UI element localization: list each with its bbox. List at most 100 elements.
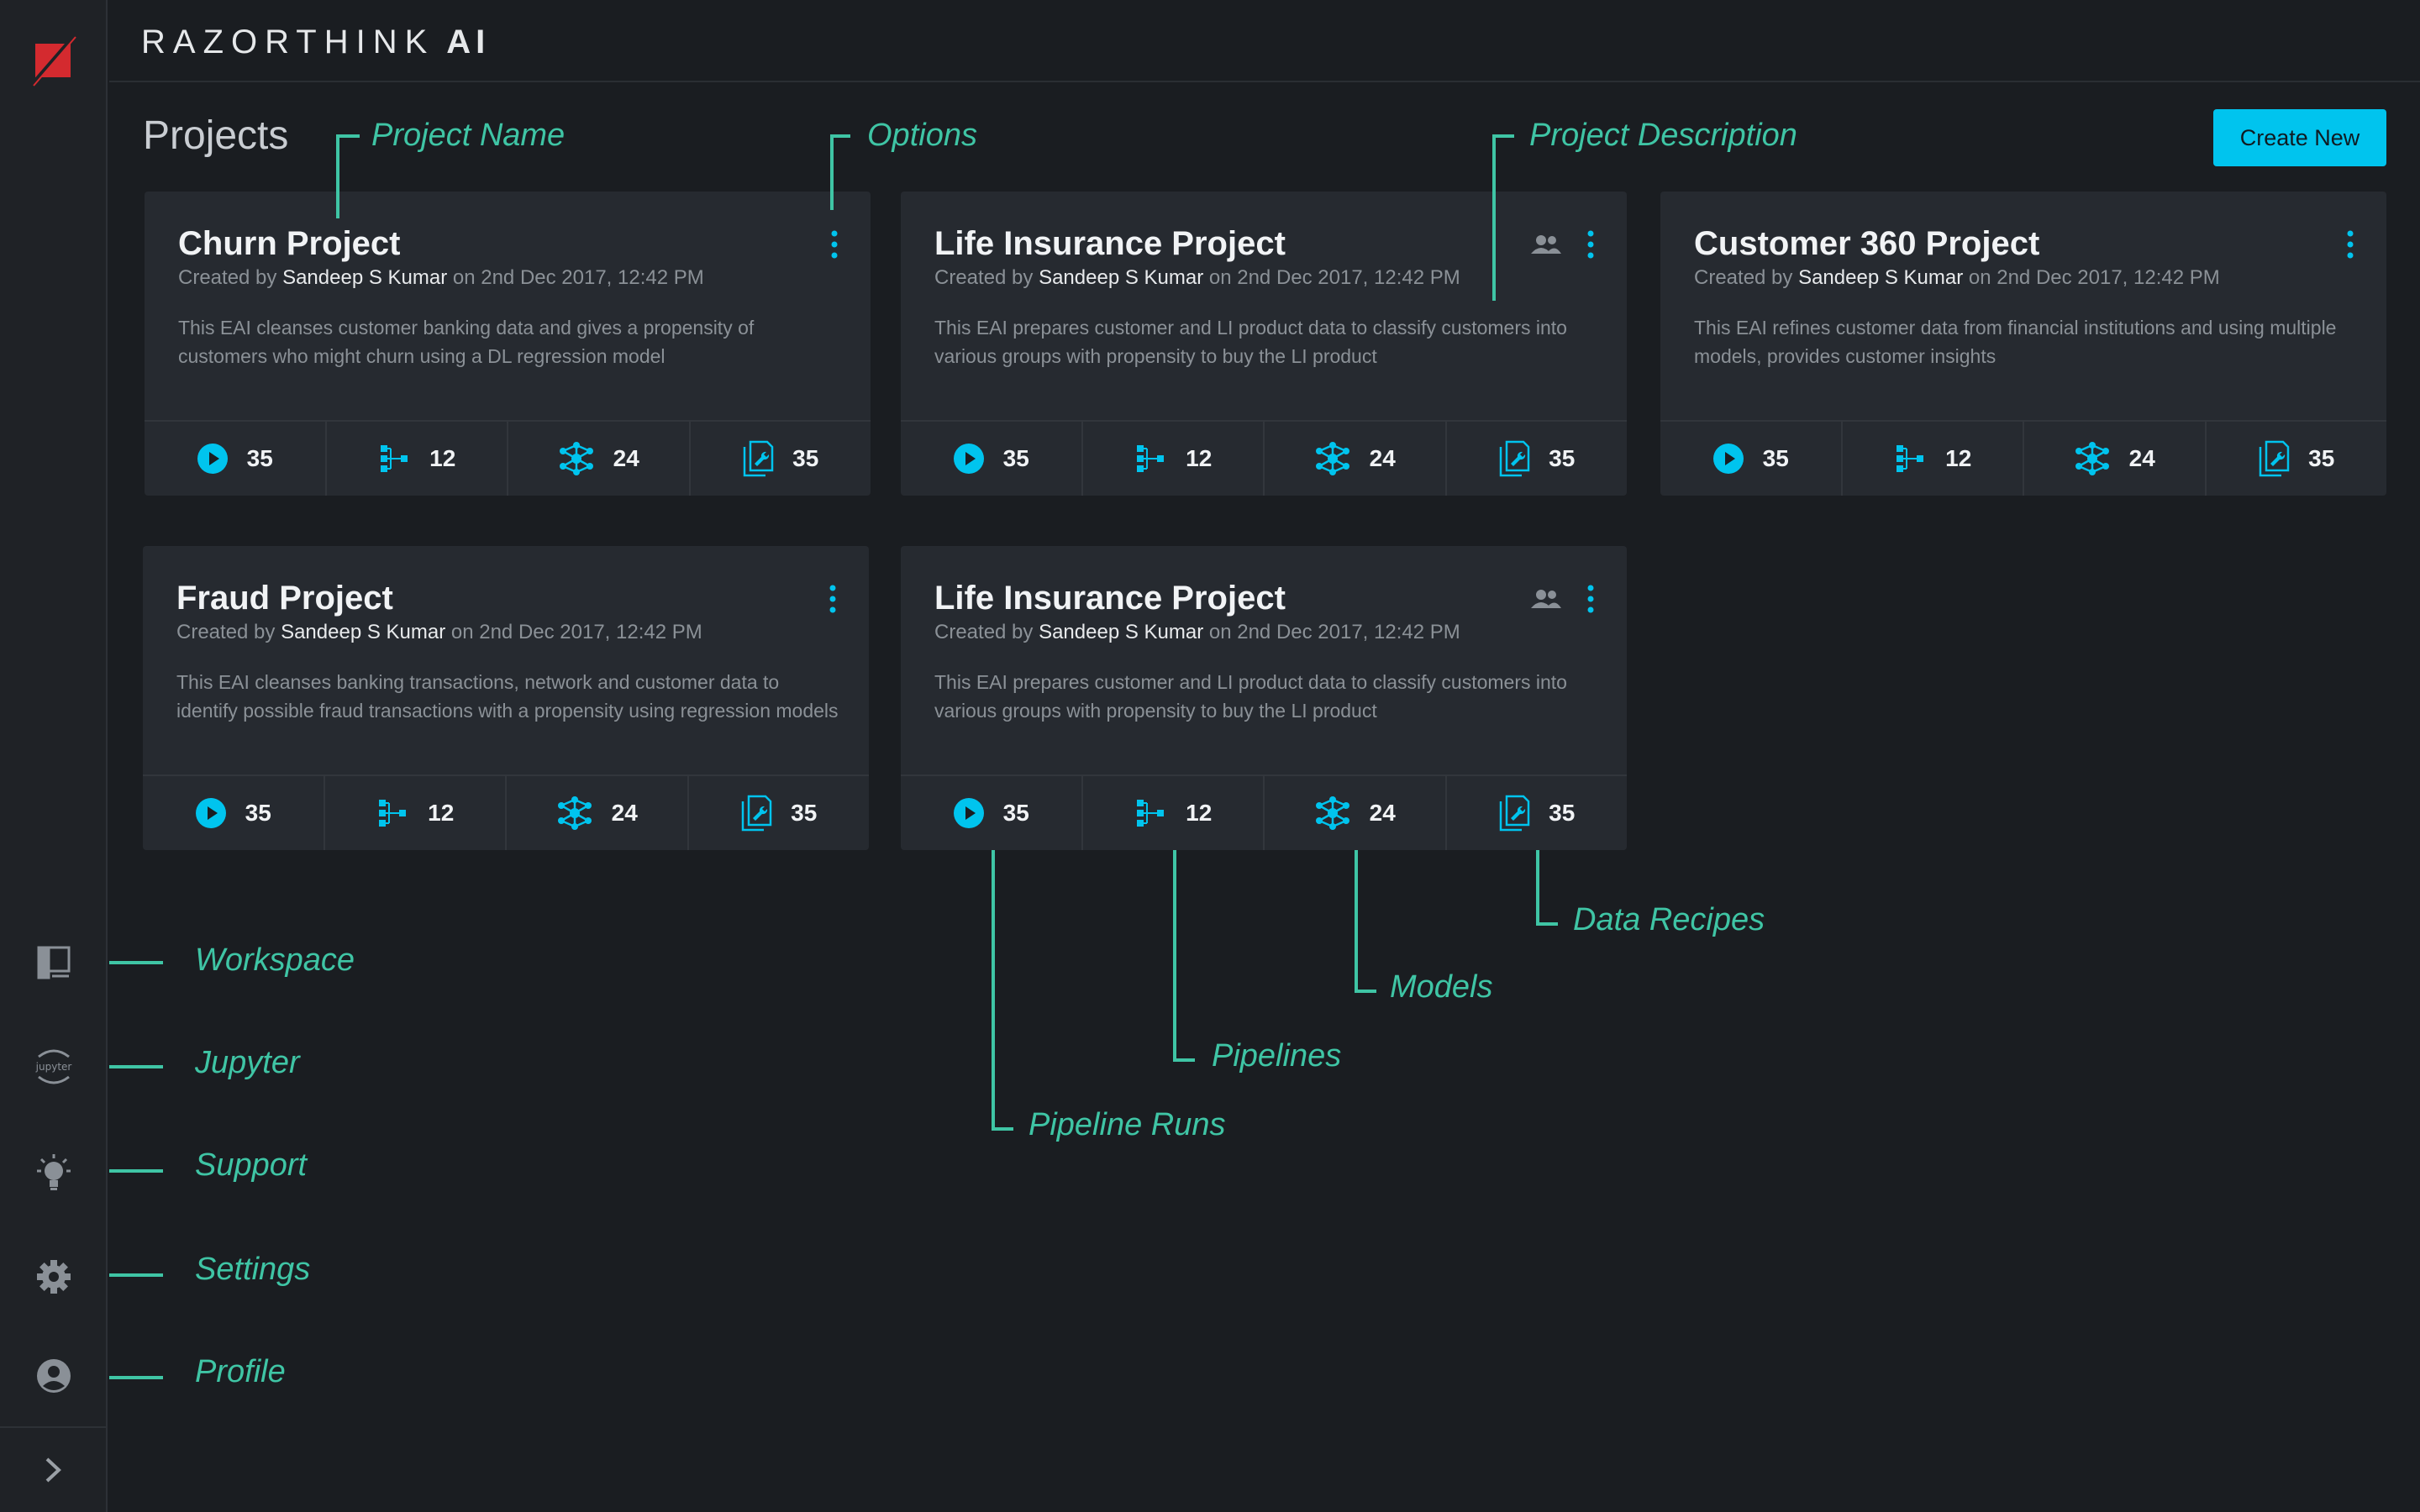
project-options-button[interactable] <box>1578 578 1603 620</box>
data-recipe-icon <box>1499 795 1530 832</box>
stat-pipeline-runs[interactable]: 35 <box>1660 422 1843 496</box>
more-vertical-icon <box>2347 230 2354 259</box>
stat-pipelines[interactable]: 12 <box>327 422 508 496</box>
shared-users-icon <box>1529 232 1563 257</box>
models-count: 24 <box>1369 800 1396 826</box>
stat-data-recipes[interactable]: 35 <box>2207 422 2387 496</box>
pipeline-icon <box>1137 445 1165 472</box>
model-network-icon <box>1315 442 1349 475</box>
created-prefix: Created by <box>934 266 1039 289</box>
annotation-workspace: Workspace <box>195 942 355 978</box>
pipelines-count: 12 <box>1186 445 1213 471</box>
annotation-jupyter: Jupyter <box>195 1045 300 1080</box>
project-options-button[interactable] <box>1578 223 1603 265</box>
project-options-button[interactable] <box>822 223 847 265</box>
play-icon <box>1712 444 1744 474</box>
annotation-project-description: Project Description <box>1529 118 1797 153</box>
project-author: Sandeep S Kumar <box>1039 266 1204 289</box>
project-stats: 35 12 <box>145 420 871 496</box>
sidebar: jupyter <box>0 0 108 1512</box>
project-name[interactable]: Life Insurance Project <box>934 225 1286 262</box>
stat-models[interactable]: 24 <box>508 422 691 496</box>
project-options-button[interactable] <box>820 578 845 620</box>
project-options-button[interactable] <box>2338 223 2363 265</box>
stat-data-recipes[interactable]: 35 <box>1447 422 1628 496</box>
created-prefix: Created by <box>934 621 1039 643</box>
project-created-by: Created by Sandeep S Kumar on 2nd Dec 20… <box>178 266 704 290</box>
model-network-icon <box>2075 442 2109 475</box>
svg-text:jupyter: jupyter <box>35 1061 72 1073</box>
project-stats: 35 12 <box>901 420 1627 496</box>
pipeline-runs-count: 35 <box>1002 445 1029 471</box>
created-date: on 2nd Dec 2017, 12:42 PM <box>1203 266 1460 289</box>
annotation-settings: Settings <box>195 1252 311 1287</box>
models-count: 24 <box>611 800 638 826</box>
pipeline-icon <box>1137 800 1165 827</box>
stat-pipelines[interactable]: 12 <box>1083 776 1265 850</box>
project-description: This EAI cleanses banking transactions, … <box>176 671 839 722</box>
pipeline-icon <box>379 800 407 827</box>
annotation-line <box>1536 850 1539 926</box>
brand-bold: AI <box>446 24 491 60</box>
annotation-line <box>336 134 360 138</box>
pipelines-count: 12 <box>1186 800 1213 826</box>
stat-pipelines[interactable]: 12 <box>325 776 507 850</box>
stat-pipeline-runs[interactable]: 35 <box>145 422 327 496</box>
stat-models[interactable]: 24 <box>2024 422 2207 496</box>
project-author: Sandeep S Kumar <box>282 266 448 289</box>
stat-data-recipes[interactable]: 35 <box>1447 776 1628 850</box>
shared-users-icon <box>1529 586 1563 612</box>
stat-data-recipes[interactable]: 35 <box>691 422 871 496</box>
project-name[interactable]: Customer 360 Project <box>1694 225 2040 262</box>
project-card[interactable]: Fraud Project Created by Sandeep S Kumar… <box>143 546 869 850</box>
play-icon <box>197 444 228 474</box>
stat-models[interactable]: 24 <box>507 776 689 850</box>
project-card[interactable]: Life Insurance Project Created by Sandee… <box>901 546 1627 850</box>
stat-models[interactable]: 24 <box>1265 422 1447 496</box>
expand-sidebar-button[interactable] <box>0 1426 106 1512</box>
models-count: 24 <box>1369 445 1396 471</box>
project-card[interactable]: Churn Project Created by Sandeep S Kumar… <box>145 192 871 496</box>
workspace-icon[interactable] <box>30 939 77 986</box>
project-card[interactable]: Life Insurance Project Created by Sandee… <box>901 192 1627 496</box>
created-date: on 2nd Dec 2017, 12:42 PM <box>1963 266 2220 289</box>
annotation-line <box>336 134 339 218</box>
razorthink-logo[interactable] <box>30 30 77 89</box>
chevron-right-icon <box>45 1457 61 1483</box>
data-recipe-icon <box>743 440 774 477</box>
project-name[interactable]: Fraud Project <box>176 580 393 617</box>
play-icon <box>195 798 226 828</box>
model-network-icon <box>557 796 592 830</box>
stat-data-recipes[interactable]: 35 <box>689 776 870 850</box>
annotation-line <box>830 134 834 210</box>
create-new-button[interactable]: Create New <box>2213 109 2386 166</box>
stat-models[interactable]: 24 <box>1265 776 1447 850</box>
stat-pipeline-runs[interactable]: 35 <box>901 422 1083 496</box>
project-card[interactable]: Customer 360 Project Created by Sandeep … <box>1660 192 2386 496</box>
stat-pipelines[interactable]: 12 <box>1843 422 2024 496</box>
gear-icon[interactable] <box>30 1253 77 1300</box>
stat-pipeline-runs[interactable]: 35 <box>901 776 1083 850</box>
annotation-line <box>109 961 163 964</box>
pipelines-count: 12 <box>1945 445 1972 471</box>
project-created-by: Created by Sandeep S Kumar on 2nd Dec 20… <box>176 621 702 644</box>
stat-pipeline-runs[interactable]: 35 <box>143 776 325 850</box>
annotation-models: Models <box>1390 969 1493 1005</box>
lightbulb-icon[interactable] <box>30 1149 77 1196</box>
stat-pipelines[interactable]: 12 <box>1083 422 1265 496</box>
pipeline-runs-count: 35 <box>246 445 273 471</box>
jupyter-icon[interactable]: jupyter <box>30 1043 77 1090</box>
more-vertical-icon <box>831 230 838 259</box>
project-name[interactable]: Churn Project <box>178 225 401 262</box>
user-icon[interactable] <box>30 1352 77 1399</box>
annotation-support: Support <box>195 1147 308 1183</box>
project-name[interactable]: Life Insurance Project <box>934 580 1286 617</box>
play-icon <box>953 798 984 828</box>
annotation-profile: Profile <box>195 1354 286 1389</box>
page-title: Projects <box>143 113 289 158</box>
pipeline-icon <box>1897 445 1924 472</box>
data-recipes-count: 35 <box>792 445 819 471</box>
data-recipe-icon <box>2259 440 2290 477</box>
